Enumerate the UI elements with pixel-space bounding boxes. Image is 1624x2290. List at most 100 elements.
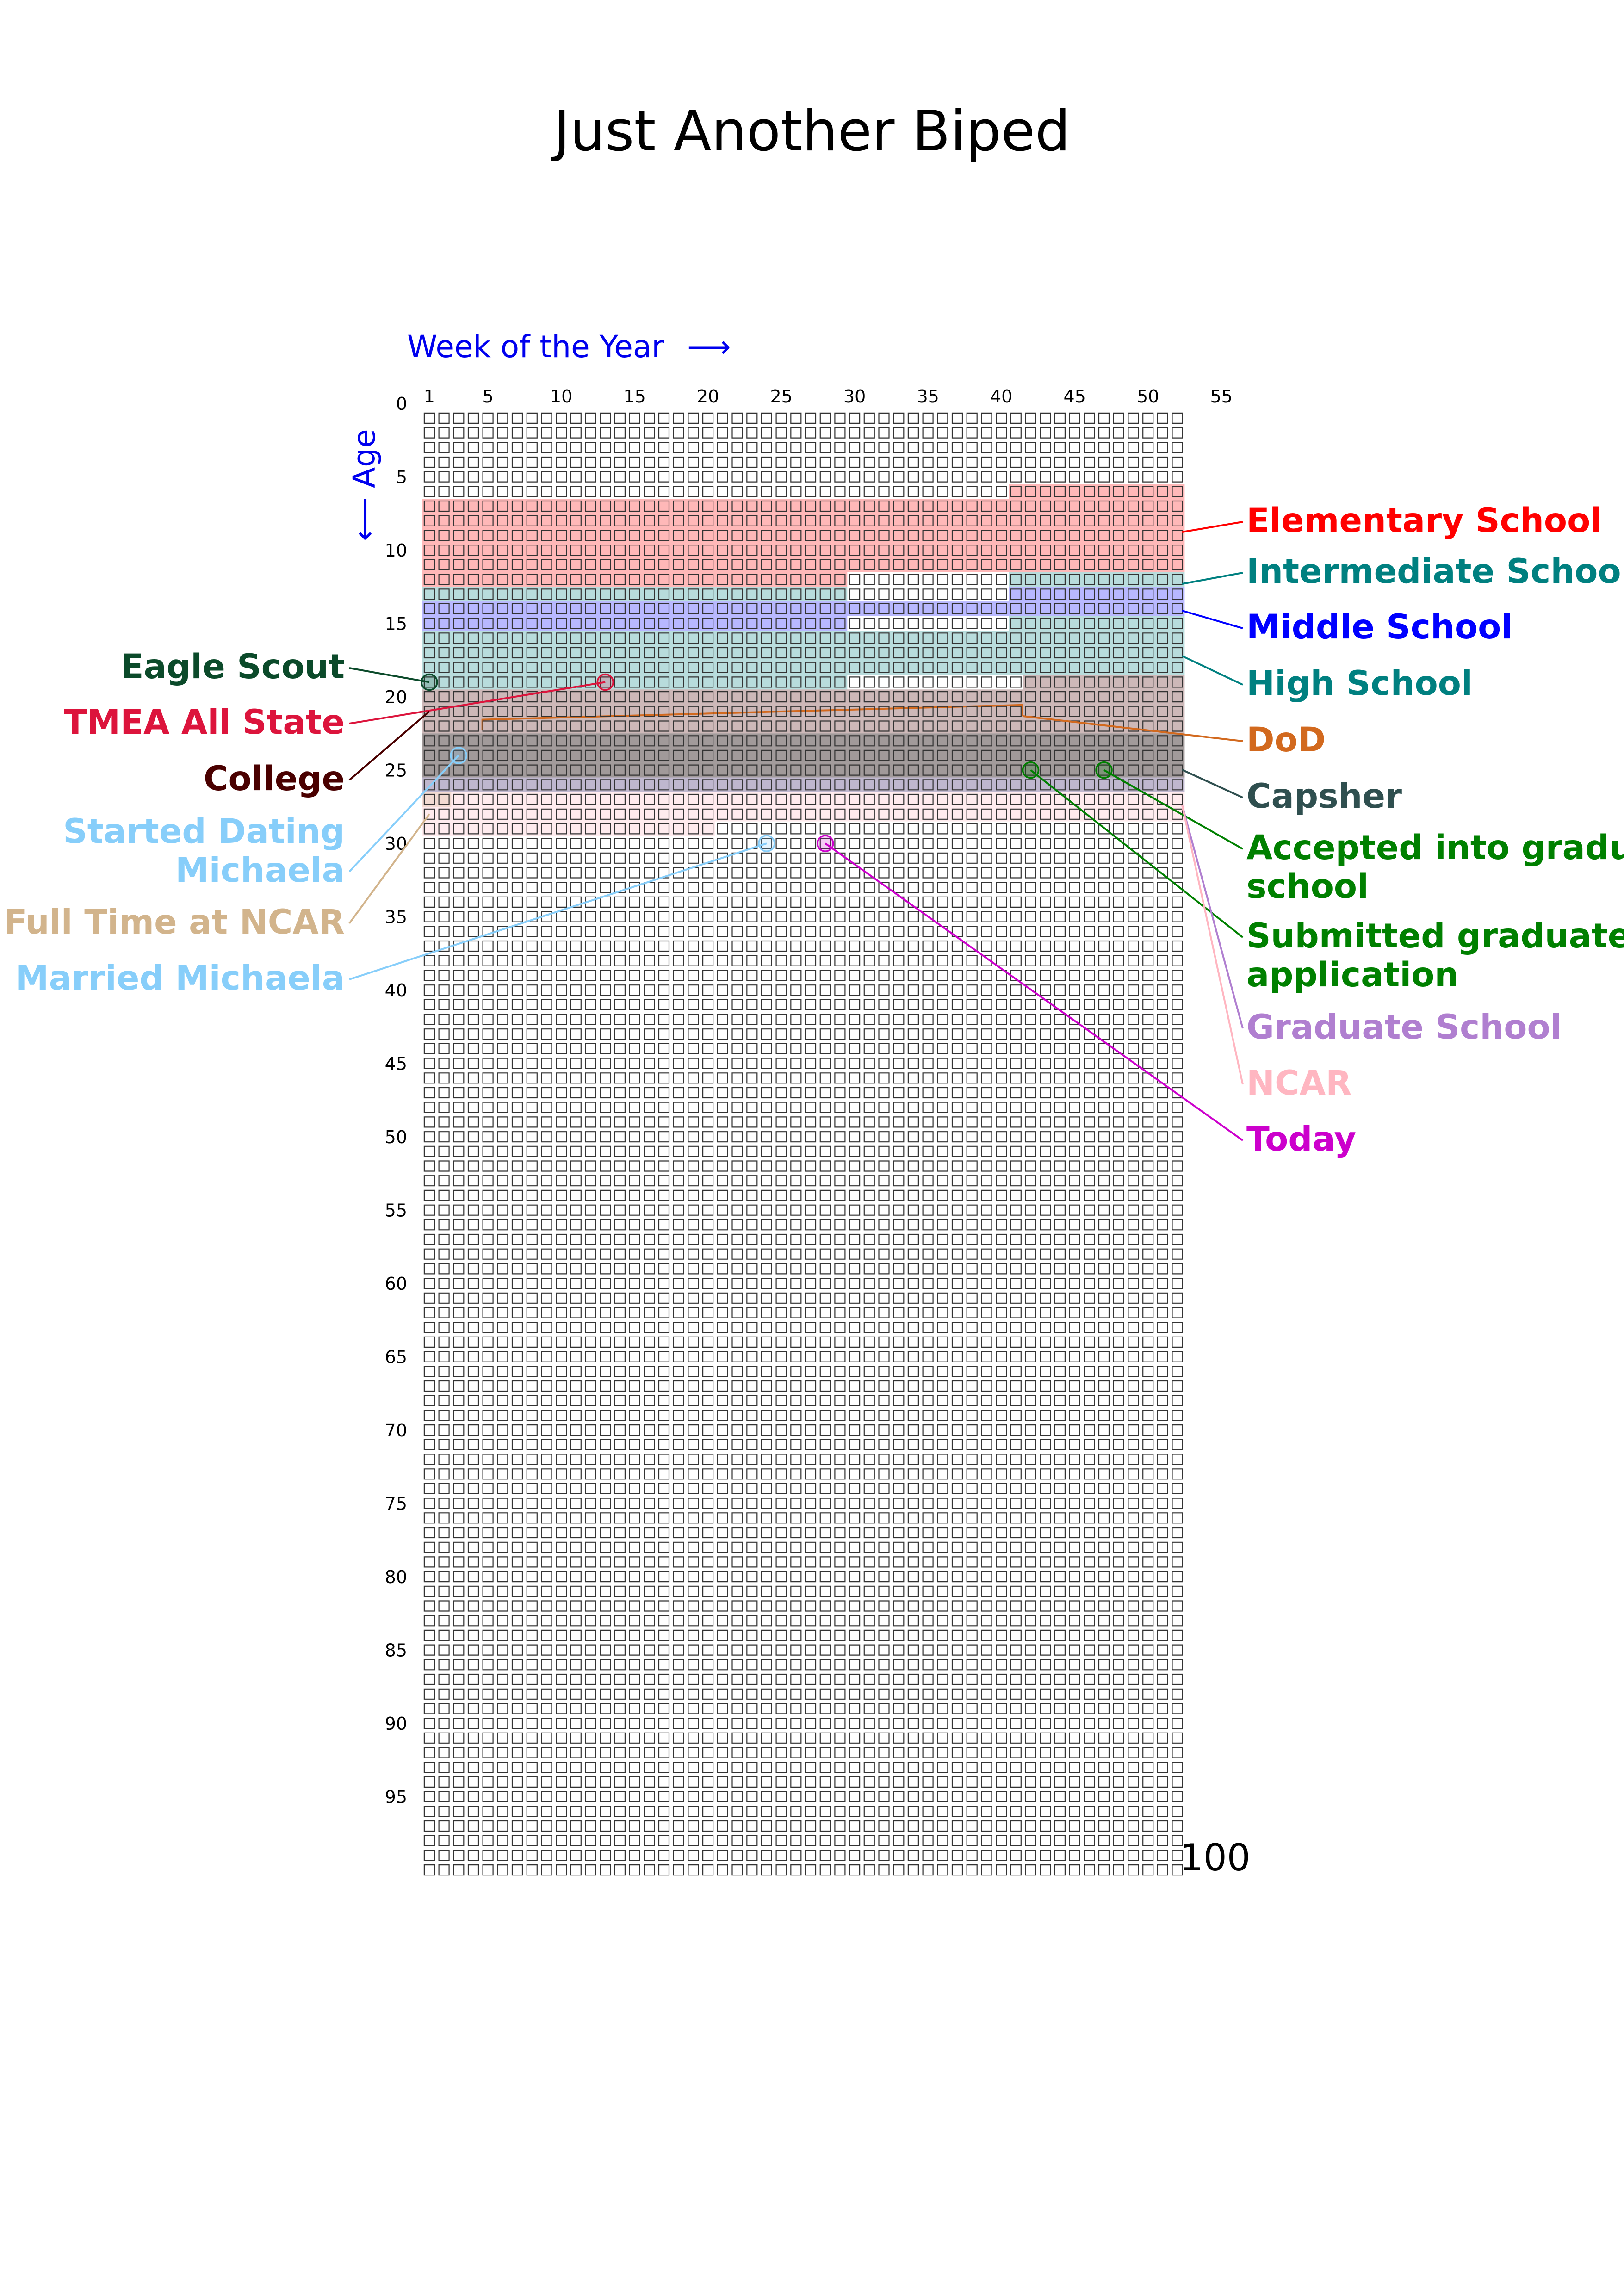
- label-line: Capsher: [1246, 777, 1402, 816]
- period-fill-elementary-school: [1009, 484, 1185, 499]
- period-fill-high-school: [1009, 616, 1185, 631]
- leader-lines: [348, 521, 1244, 1141]
- y-tick-55: 55: [385, 1200, 407, 1220]
- x-axis-title: Week of the Year ⟶: [407, 329, 731, 365]
- leader-high-school: [1182, 655, 1243, 686]
- leader-tmea-all-state: [349, 681, 606, 724]
- y-tick-20: 20: [385, 687, 407, 707]
- label-married-michaela: Married Michaela: [15, 959, 345, 998]
- label-accepted-into-graduate-school: Accepted into graduateschool: [1246, 828, 1624, 906]
- bottom-age-label: 100: [1180, 1836, 1251, 1879]
- y-tick-80: 80: [385, 1567, 407, 1587]
- label-full-time-at-ncar: Full Time at NCAR: [4, 903, 345, 942]
- label-ncar: NCAR: [1246, 1064, 1351, 1103]
- label-line: Elementary School: [1246, 501, 1602, 540]
- leader-accepted-into-graduate-school: [1103, 769, 1243, 850]
- leader-graduate-school: [1181, 805, 1244, 1029]
- y-tick-45: 45: [385, 1053, 407, 1074]
- x-tick-30: 30: [843, 386, 866, 407]
- label-line: Started Dating: [63, 812, 345, 851]
- label-line: application: [1246, 955, 1458, 995]
- x-tick-40: 40: [990, 386, 1012, 407]
- label-line: Eagle Scout: [121, 647, 345, 687]
- x-axis-arrow-icon: ⟶: [687, 329, 731, 365]
- y-axis-label: Age: [347, 429, 382, 488]
- y-tick-95: 95: [385, 1787, 407, 1807]
- label-line: Today: [1246, 1120, 1356, 1159]
- label-tmea-all-state: TMEA All State: [64, 703, 345, 742]
- period-elementary-school: [422, 484, 1185, 587]
- leader-dod: [1022, 715, 1243, 742]
- label-line: NCAR: [1246, 1064, 1351, 1103]
- x-tick-35: 35: [917, 386, 939, 407]
- y-tick-90: 90: [385, 1714, 407, 1734]
- x-tick-25: 25: [770, 386, 792, 407]
- period-ncar: [422, 792, 1185, 836]
- label-line: Full Time at NCAR: [4, 903, 345, 942]
- label-line: High School: [1246, 664, 1473, 703]
- x-tick-45: 45: [1063, 386, 1085, 407]
- label-line: College: [204, 759, 345, 798]
- label-middle-school: Middle School: [1246, 607, 1512, 647]
- leader-college: [348, 711, 430, 781]
- x-tick-10: 10: [550, 386, 572, 407]
- x-tick-15: 15: [623, 386, 645, 407]
- leader-submitted-graduate-application: [1030, 769, 1244, 938]
- label-line: DoD: [1246, 720, 1326, 760]
- x-axis-label: Week of the Year: [407, 329, 664, 365]
- leader-eagle-scout: [349, 667, 430, 683]
- y-tick-5: 5: [396, 467, 407, 487]
- leader-intermediate-school: [1182, 572, 1243, 585]
- y-axis-arrow-icon: ⟵: [347, 497, 382, 541]
- y-tick-25: 25: [385, 760, 407, 780]
- leader-married-michaela: [349, 842, 767, 980]
- label-line: school: [1246, 867, 1369, 906]
- week-cells: [423, 412, 1183, 1876]
- label-line: Graduate School: [1246, 1008, 1562, 1047]
- leader-today: [824, 842, 1244, 1141]
- y-tick-75: 75: [385, 1493, 407, 1514]
- period-fill-middle-school: [1009, 587, 1185, 602]
- label-line: TMEA All State: [64, 703, 345, 742]
- x-tick-1: 1: [424, 386, 435, 407]
- period-fill-ncar: [422, 821, 715, 836]
- week-grid: [423, 412, 1183, 1876]
- leader-elementary-school: [1182, 521, 1243, 533]
- y-tick-15: 15: [385, 613, 407, 634]
- label-line: Submitted graduate: [1246, 916, 1624, 956]
- y-tick-40: 40: [385, 980, 407, 1001]
- y-tick-60: 60: [385, 1274, 407, 1294]
- label-intermediate-school: Intermediate School: [1246, 552, 1624, 591]
- label-dod: DoD: [1246, 720, 1326, 760]
- chart-title: Just Another Biped: [551, 99, 1071, 164]
- y-tick-35: 35: [385, 907, 407, 927]
- y-tick-0: 0: [396, 394, 407, 414]
- y-tick-70: 70: [385, 1420, 407, 1441]
- leader-ncar: [1181, 805, 1244, 1085]
- x-tick-5: 5: [483, 386, 494, 407]
- label-line: Middle School: [1246, 607, 1512, 647]
- period-fill-intermediate-school: [1009, 572, 1185, 587]
- y-tick-50: 50: [385, 1127, 407, 1147]
- leader-middle-school: [1182, 610, 1243, 629]
- y-axis-title: ⟵ Age: [347, 429, 382, 541]
- label-line: Intermediate School: [1246, 552, 1624, 591]
- y-tick-65: 65: [385, 1347, 407, 1367]
- label-capsher: Capsher: [1246, 777, 1402, 816]
- label-line: Michaela: [175, 851, 345, 890]
- y-tick-85: 85: [385, 1640, 407, 1660]
- label-graduate-school: Graduate School: [1246, 1008, 1562, 1047]
- leader-started-dating-michaela: [348, 755, 459, 873]
- label-line: Accepted into graduate: [1246, 828, 1624, 867]
- y-tick-10: 10: [385, 540, 407, 561]
- leader-full-time-at-ncar: [348, 813, 430, 924]
- x-tick-20: 20: [697, 386, 719, 407]
- label-college: College: [204, 759, 345, 798]
- x-tick-55: 55: [1210, 386, 1232, 407]
